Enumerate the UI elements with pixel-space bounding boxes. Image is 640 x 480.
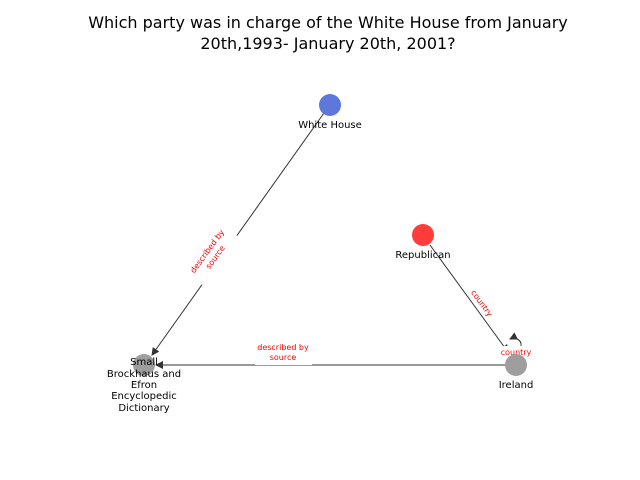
node-label-line-2: Brockhaus and <box>107 369 181 380</box>
node-white-house: White House <box>298 94 362 131</box>
edge-label-line-1: described by <box>257 343 309 352</box>
chart-title-line-1: Which party was in charge of the White H… <box>88 13 568 32</box>
node-ireland: Ireland <box>499 354 534 391</box>
node-marker <box>505 354 527 376</box>
edge-loop <box>509 332 522 347</box>
edge-label-line-1: country <box>501 348 532 357</box>
node-label: White House <box>298 120 362 131</box>
edge-label-background <box>255 341 312 365</box>
node-label-line-3: Efron <box>131 380 157 391</box>
edge-white-house-to-dictionary: described by source <box>151 112 325 356</box>
edge-line <box>429 244 509 353</box>
edge-ireland-self-loop: country <box>499 332 533 358</box>
node-label-line-1: Small <box>130 357 158 368</box>
chart-title-line-2: 20th,1993- January 20th, 2001? <box>200 34 455 53</box>
edge-label-background <box>499 346 533 358</box>
edge-republican-to-ireland: country <box>429 244 509 353</box>
edge-line <box>151 112 325 356</box>
node-marker <box>412 224 434 246</box>
edge-label-background <box>467 286 497 320</box>
node-label: Republican <box>395 250 450 261</box>
node-republican: Republican <box>395 224 451 261</box>
edge-label-background <box>183 222 239 286</box>
node-label-line-4: Encyclopedic <box>111 391 177 402</box>
node-marker <box>133 354 155 376</box>
node-marker <box>319 94 341 116</box>
node-label-line-5: Dictionary <box>118 403 169 414</box>
edge-ireland-to-dictionary: described by source <box>155 341 505 369</box>
node-label: Ireland <box>499 380 534 391</box>
edge-label-line-2: source <box>270 353 297 362</box>
node-small-brockhaus-efron-dictionary: Small Brockhaus and Efron Encyclopedic D… <box>107 354 181 414</box>
